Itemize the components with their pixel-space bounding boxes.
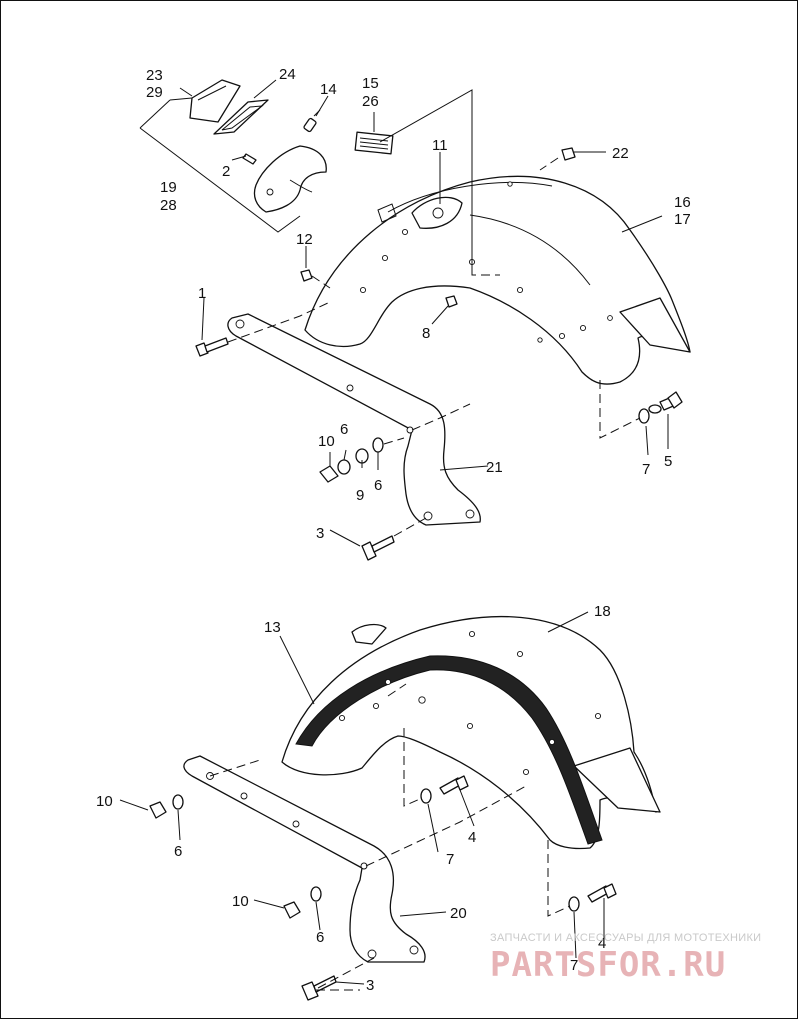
- callout-23: 23: [146, 67, 163, 84]
- rear-fender-top: [304, 175, 691, 385]
- callout-7-top: 7: [642, 461, 650, 478]
- callout-6-a: 6: [340, 421, 348, 438]
- callout-15: 15: [362, 75, 379, 92]
- top-leader-lines: [139, 79, 669, 547]
- callout-20: 20: [450, 905, 467, 922]
- callout-9: 9: [356, 487, 364, 504]
- callout-3-top: 3: [316, 525, 324, 542]
- callout-14: 14: [320, 81, 337, 98]
- callout-7-bottom: 7: [570, 957, 578, 974]
- callout-4-a: 4: [468, 829, 476, 846]
- screw-2: [242, 153, 257, 165]
- taillight-base: [253, 145, 327, 213]
- hardware-5-7: [638, 391, 683, 424]
- callout-2: 2: [222, 163, 230, 180]
- callout-24: 24: [279, 66, 296, 83]
- callout-19: 19: [160, 179, 177, 196]
- callout-21: 21: [486, 459, 503, 476]
- callout-11: 11: [432, 137, 448, 154]
- watermark-brand: PARTSFOR.RU: [490, 945, 726, 985]
- taillight-lens: [189, 79, 241, 123]
- nut-8: [445, 295, 458, 308]
- callout-26: 26: [362, 93, 379, 110]
- lens-gasket: [213, 99, 269, 135]
- callout-8: 8: [422, 325, 430, 342]
- callout-10-b: 10: [232, 893, 249, 910]
- callout-6-b: 6: [374, 477, 382, 494]
- bolt-3-top: [361, 535, 395, 561]
- callout-labels: 23 29 24 14 15 26 11 22 2 19 28 16 17 12…: [96, 66, 691, 994]
- callout-6-c: 6: [174, 843, 182, 860]
- reflector: [354, 131, 394, 155]
- bottom-leader-lines: [119, 611, 605, 991]
- watermark: ЗАПЧАСТИ И АКСЕССУАРЫ ДЛЯ МОТОТЕХНИКИ PA…: [490, 932, 761, 985]
- rear-fender-bottom: [281, 615, 661, 850]
- callout-12: 12: [296, 231, 313, 248]
- callout-3-bottom: 3: [366, 977, 374, 994]
- callout-29: 29: [146, 84, 163, 101]
- bolt-1: [195, 337, 229, 357]
- callout-28: 28: [160, 197, 177, 214]
- callout-16: 16: [674, 194, 691, 211]
- callout-22: 22: [612, 145, 629, 162]
- watermark-tagline: ЗАПЧАСТИ И АКСЕССУАРЫ ДЛЯ МОТОТЕХНИКИ: [490, 932, 761, 944]
- nut-12: [300, 269, 313, 282]
- callout-10-a: 10: [96, 793, 113, 810]
- callout-17: 17: [674, 211, 691, 228]
- callout-5: 5: [664, 453, 672, 470]
- callout-4-b: 4: [598, 935, 606, 952]
- nut-22: [561, 147, 576, 161]
- callout-18: 18: [594, 603, 611, 620]
- callout-6-d: 6: [316, 929, 324, 946]
- callout-1: 1: [198, 285, 206, 302]
- fender-support-bottom: [183, 755, 426, 963]
- callout-7-mid: 7: [446, 851, 454, 868]
- callout-10-top: 10: [318, 433, 335, 450]
- callout-13: 13: [264, 619, 281, 636]
